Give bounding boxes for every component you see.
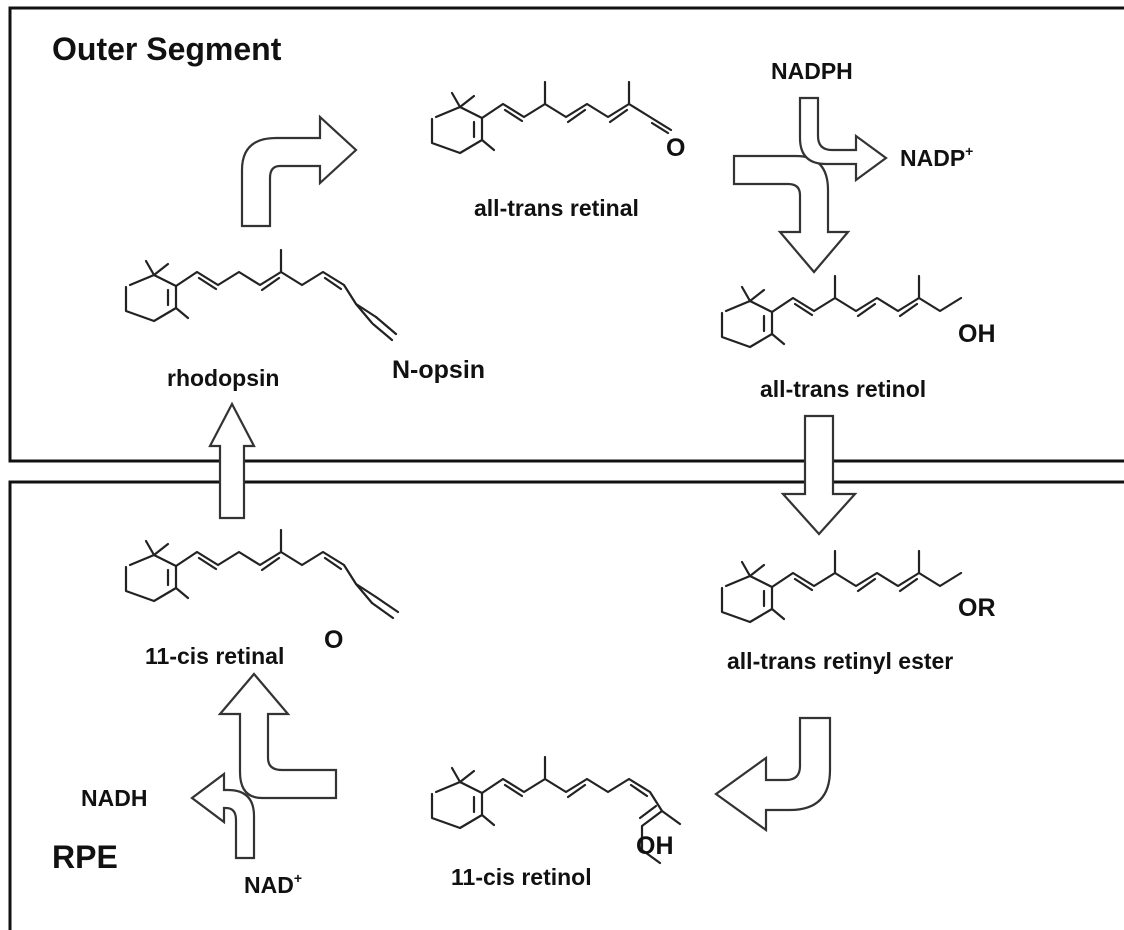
eleven-cis-retinal-structure: O bbox=[124, 528, 400, 654]
arrow-nadph-to-nadp bbox=[798, 96, 888, 183]
nad-charge: + bbox=[294, 870, 302, 886]
all-trans-retinyl-ester-label: all-trans retinyl ester bbox=[727, 648, 953, 674]
arrow-cis-retinal-to-rhodopsin bbox=[208, 401, 256, 520]
curved-arrow-cis-retinol-to-cis-retinal bbox=[217, 672, 338, 800]
eleven-cis-retinol-label: 11-cis retinol bbox=[451, 864, 592, 890]
all-trans-retinol-label: all-trans retinol bbox=[760, 376, 926, 402]
eleven-cis-retinol-end-group: OH bbox=[636, 832, 674, 860]
nad-label: NAD+ bbox=[244, 870, 302, 898]
all-trans-retinyl-ester-structure: OR bbox=[720, 549, 996, 624]
nadp-charge: + bbox=[965, 143, 973, 159]
arrow-retinol-to-ester bbox=[780, 414, 858, 536]
all-trans-retinal-end-group: O bbox=[666, 134, 685, 162]
all-trans-retinol-structure: OH bbox=[720, 274, 996, 349]
rhodopsin-label: rhodopsin bbox=[167, 365, 279, 391]
rpe-panel bbox=[8, 480, 1124, 930]
outer-segment-panel bbox=[8, 6, 1124, 463]
eleven-cis-retinol-structure: OH bbox=[430, 755, 682, 865]
all-trans-retinal-label: all-trans retinal bbox=[474, 195, 639, 221]
rpe-title: RPE bbox=[52, 839, 118, 875]
curved-arrow-retinal-to-retinol bbox=[732, 154, 851, 274]
all-trans-retinol-end-group: OH bbox=[958, 320, 996, 348]
eleven-cis-retinal-end-group: O bbox=[324, 626, 343, 654]
eleven-cis-retinal-label: 11-cis retinal bbox=[145, 643, 284, 669]
curved-arrow-ester-to-cis-retinol bbox=[714, 716, 832, 833]
arrow-nad-to-nadh bbox=[190, 771, 256, 860]
outer-segment-title: Outer Segment bbox=[52, 31, 282, 67]
all-trans-retinal-structure: O bbox=[430, 80, 685, 162]
nadp-label: NADP+ bbox=[900, 143, 973, 171]
nadph-label: NADPH bbox=[771, 58, 853, 84]
rhodopsin-end-group: N-opsin bbox=[392, 356, 485, 384]
nadh-label: NADH bbox=[81, 785, 147, 811]
curved-arrow-rhodopsin-to-retinal bbox=[240, 114, 358, 228]
all-trans-retinyl-ester-end-group: OR bbox=[958, 594, 996, 622]
rhodopsin-structure: N-opsin bbox=[124, 248, 485, 384]
